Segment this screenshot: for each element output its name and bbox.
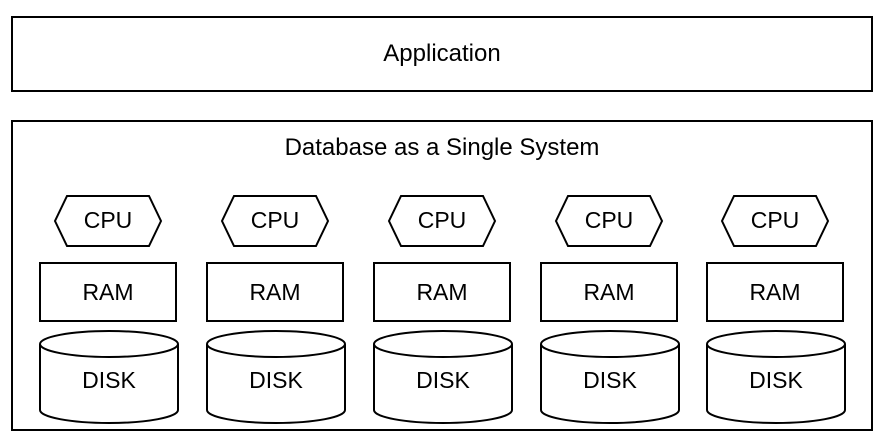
cpu-label: CPU [250, 207, 300, 233]
disk-cylinder-shape [706, 330, 846, 424]
disk-label: DISK [416, 367, 470, 393]
disk-cylinder-shape [540, 330, 680, 424]
cpu-hexagon-shape [720, 195, 830, 247]
node-5: CPU RAM DISK [706, 122, 846, 433]
cpu-hexagon-shape [554, 195, 664, 247]
ram-box: RAM [706, 262, 844, 322]
cpu-hexagon: CPU [53, 194, 163, 248]
database-system-box: Database as a Single System CPU RAM DISK… [11, 120, 873, 431]
disk-label: DISK [583, 367, 637, 393]
cpu-hexagon-shape [53, 195, 163, 247]
disk-cylinder: DISK [39, 330, 179, 424]
disk-cylinder: DISK [706, 330, 846, 424]
cpu-label: CPU [750, 207, 800, 233]
application-label: Application [383, 40, 501, 67]
cpu-hexagon: CPU [720, 194, 830, 248]
disk-label: DISK [82, 367, 136, 393]
ram-box: RAM [373, 262, 511, 322]
cpu-hexagon: CPU [554, 194, 664, 248]
disk-label: DISK [249, 367, 303, 393]
disk-cylinder-shape [206, 330, 346, 424]
disk-cylinder: DISK [540, 330, 680, 424]
node-4: CPU RAM DISK [540, 122, 680, 433]
disk-cylinder: DISK [373, 330, 513, 424]
cpu-hexagon: CPU [220, 194, 330, 248]
node-1: CPU RAM DISK [39, 122, 179, 433]
cpu-hexagon-shape [220, 195, 330, 247]
cpu-hexagon-shape [387, 195, 497, 247]
disk-cylinder: DISK [206, 330, 346, 424]
node-2: CPU RAM DISK [206, 122, 346, 433]
disk-label: DISK [749, 367, 803, 393]
database-title: Database as a Single System [284, 134, 600, 161]
cpu-label: CPU [83, 207, 133, 233]
application-box: Application [11, 16, 873, 92]
ram-box: RAM [540, 262, 678, 322]
node-3: CPU RAM DISK [373, 122, 513, 433]
ram-box: RAM [39, 262, 177, 322]
disk-cylinder-shape [373, 330, 513, 424]
cpu-label: CPU [417, 207, 467, 233]
cpu-hexagon: CPU [387, 194, 497, 248]
disk-cylinder-shape [39, 330, 179, 424]
ram-box: RAM [206, 262, 344, 322]
cpu-label: CPU [584, 207, 634, 233]
